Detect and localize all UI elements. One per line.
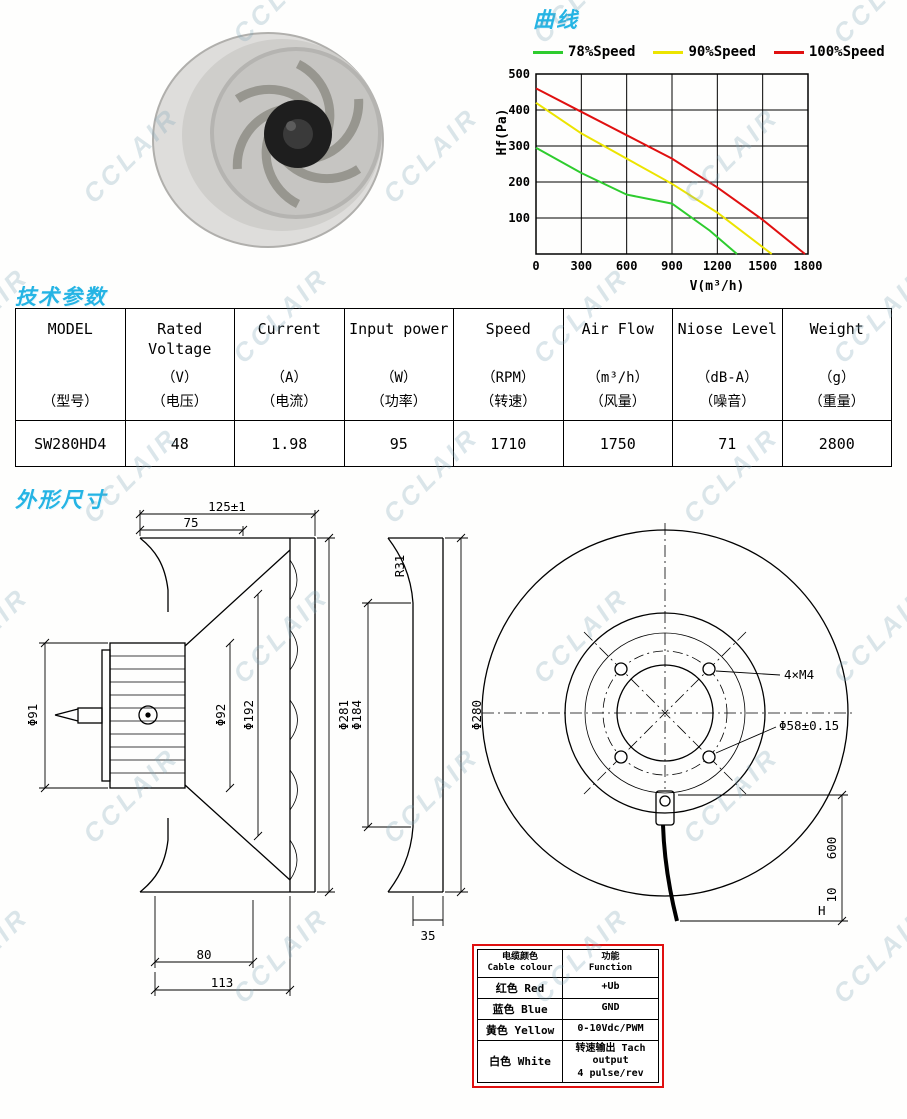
- svg-text:400: 400: [508, 103, 530, 117]
- svg-text:V(m³/h): V(m³/h): [690, 279, 745, 294]
- inlet-ring-dimensions: R31 Φ184 Φ280 35: [349, 533, 484, 943]
- svg-text:500: 500: [508, 67, 530, 81]
- dim-bolt-circle: Φ58±0.15: [779, 718, 839, 733]
- dim-inlet-outer-dia: Φ280: [469, 700, 484, 730]
- tech-col-header: MODEL（型号）: [15, 308, 126, 421]
- watermark-text: CCLAIR: [827, 0, 907, 50]
- cable-function-cell: GND: [562, 997, 659, 1020]
- legend-label: 100%Speed: [808, 44, 885, 60]
- legend-item: 100%Speed: [773, 44, 885, 60]
- svg-text:300: 300: [508, 139, 530, 153]
- legend-item: 78%Speed: [533, 44, 635, 60]
- svg-text:900: 900: [661, 259, 683, 273]
- tech-col-header: Input power（W）（功率）: [343, 308, 454, 421]
- dim-inlet-inner-dia: Φ184: [349, 700, 364, 730]
- cable-color-cell: 蓝色 Blue: [476, 997, 564, 1020]
- legend-item: 90%Speed: [653, 44, 756, 60]
- watermark-text: CCLAIR: [0, 0, 35, 50]
- side-view-outline: [54, 537, 316, 893]
- side-view-drawing: 125±1 75 Φ91 Φ92 Φ192 Φ281 80 113: [25, 500, 351, 996]
- dim-bottom-w2: 113: [211, 975, 234, 990]
- dim-mid-dia: Φ192: [241, 700, 256, 730]
- legend-color-line: [773, 50, 804, 54]
- dim-outer-dia: Φ281: [336, 700, 351, 730]
- cable-color-cell: 红色 Red: [476, 976, 564, 999]
- performance-curve-chart: 0 300 600 900 1200 1500 1800 100 200 300 400 500Hf(…: [495, 67, 823, 294]
- dim-width-inner: 75: [183, 515, 198, 530]
- tech-col-header: Rated Voltage（V）（电压）: [124, 308, 235, 421]
- svg-text:200: 200: [508, 175, 530, 189]
- front-view-outline: [481, 523, 852, 922]
- svg-text:1500: 1500: [748, 259, 777, 273]
- dim-holes: 4×M4: [784, 667, 814, 682]
- curve-legend: 78%Speed 90%Speed 100%Speed: [533, 44, 885, 60]
- dim-cable-tol: 10: [824, 887, 839, 902]
- fan-product-photo: [152, 32, 384, 248]
- legend-label: 78%Speed: [568, 44, 636, 60]
- dim-shaft-dia: Φ91: [25, 704, 40, 727]
- tech-cell: 71: [672, 420, 783, 467]
- dim-cable-length: 600: [824, 837, 839, 860]
- inlet-ring-drawing: R31 Φ184 Φ280 35: [349, 533, 484, 943]
- side-view-dimensions: 125±1 75 Φ91 Φ92 Φ192 Φ281 80 113: [25, 500, 351, 996]
- legend-label: 90%Speed: [688, 44, 756, 60]
- tech-col-header: Weight（g）（重量）: [781, 308, 892, 421]
- svg-text:100: 100: [508, 211, 530, 225]
- tech-cell: 1.98: [234, 420, 345, 467]
- tech-cell: SW280HD4: [15, 420, 126, 467]
- tech-cell: 48: [124, 420, 235, 467]
- tech-col-header: Current（A）（电流）: [234, 308, 345, 421]
- cable-function-cell: 0-10Vdc/PWM: [562, 1018, 659, 1041]
- svg-text:Hf(Pa): Hf(Pa): [495, 109, 510, 156]
- cable-table-row: 红色 Red+Ub: [476, 976, 659, 999]
- dimensions-title: 外形尺寸: [15, 489, 107, 512]
- tech-col-header: Speed（RPM）（转速）: [453, 308, 564, 421]
- dim-inlet-radius: R31: [392, 555, 407, 578]
- tech-params-title: 技术参数: [15, 286, 107, 309]
- tech-cell: 1710: [453, 420, 564, 467]
- front-view-dimensions: 4×M4 Φ58±0.15 600 10 H: [678, 667, 848, 926]
- tech-cell: 95: [343, 420, 454, 467]
- tech-col-header: Niose Level（dB-A）（噪音）: [672, 308, 783, 421]
- svg-text:600: 600: [616, 259, 638, 273]
- tech-cell: 1750: [562, 420, 673, 467]
- dim-bottom-w1: 80: [196, 947, 211, 962]
- dim-cable-symbol: H: [818, 903, 826, 918]
- tech-table: MODEL（型号）Rated Voltage（V）（电压）Current（A）（…: [15, 308, 892, 467]
- inlet-ring-outline: [387, 537, 444, 893]
- front-view-drawing: 4×M4 Φ58±0.15 600 10 H: [481, 523, 852, 926]
- legend-color-line: [653, 50, 684, 54]
- curve-section-title: 曲线: [533, 9, 579, 32]
- legend-color-line: [533, 50, 563, 54]
- tech-cell: 2800: [781, 420, 892, 467]
- dim-motor-dia: Φ92: [213, 704, 228, 727]
- dim-width-total: 125±1: [208, 500, 246, 514]
- svg-text:1200: 1200: [703, 259, 732, 273]
- svg-text:1800: 1800: [794, 259, 823, 273]
- cable-color-cell: 白色 White: [476, 1039, 564, 1083]
- dim-inlet-depth: 35: [420, 928, 435, 943]
- cable-color-cell: 黄色 Yellow: [476, 1018, 564, 1041]
- cable-function-cell: +Ub: [562, 976, 659, 999]
- tech-col-header: Air Flow（m³/h）（风量）: [562, 308, 673, 421]
- svg-text:300: 300: [570, 259, 592, 273]
- svg-text:0: 0: [532, 259, 539, 273]
